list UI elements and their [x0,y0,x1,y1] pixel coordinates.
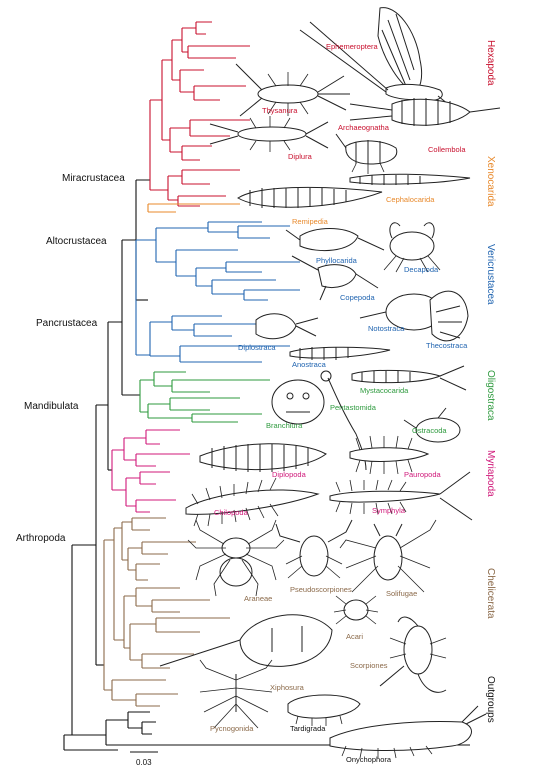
clade-chelicerata [103,517,230,707]
scorpiones-illustration [379,616,447,693]
collembola-illustration [335,133,398,174]
group-label: Myriapoda [485,450,496,497]
taxon-label: Araneae [244,594,272,603]
taxon-label: Pauropoda [404,470,442,479]
taxon-label: Notostraca [368,324,405,333]
node-label-altocrustacea: Altocrustacea [46,236,107,247]
thecostraca-illustration [429,290,469,342]
clade-hexapoda [149,21,250,207]
taxon-label: Chilopoda [214,508,249,517]
group-labels: Hexapoda Xenocarida Vericrustacea Oligos… [485,40,496,723]
group-label: Hexapoda [485,40,496,86]
solifugae-illustration [339,519,437,593]
taxon-label: Diplostraca [238,343,276,352]
taxon-label: Phyllocarida [316,256,358,265]
pycnogonida-illustration [199,659,273,729]
taxon-label: Onychophora [346,755,392,764]
taxon-label: Anostraca [292,360,327,369]
copepoda-illustration [291,255,379,301]
node-label-arthropoda: Arthropoda [16,533,66,544]
clade-vericrustacea [135,221,300,363]
chilopoda-illustration [185,477,320,527]
taxon-label: Pentastomida [330,403,377,412]
taxon-label: Solifugae [386,589,417,598]
mystacocarida-illustration [351,365,467,391]
ephemeroptera-illustration [299,7,459,119]
taxon-label: Diplura [288,152,313,161]
node-label-mandibulata: Mandibulata [24,401,79,412]
taxon-label: Decapoda [404,265,439,274]
taxon-label: Tardigrada [290,724,326,733]
anostraca-illustration [289,346,391,360]
taxon-label: Ostracoda [412,426,447,435]
taxon-label: Thysanura [262,106,298,115]
tardigrada-illustration [287,694,361,726]
archaeognatha-illustration [349,98,501,126]
scale-bar-label: 0.03 [136,758,152,767]
taxon-label: Pseudoscorpiones [290,585,352,594]
pauropoda-illustration [349,435,430,475]
taxon-labels: Ephemeroptera Thysanura Archaeognatha Di… [210,42,468,764]
taxon-label: Diplopoda [272,470,307,479]
acari-illustration [333,595,379,625]
group-label: Oligostraca [485,370,496,421]
remipedia-illustration [237,186,383,208]
taxon-label: Ephemeroptera [326,42,379,51]
taxon-label: Branchiura [266,421,303,430]
decapoda-illustration [383,222,441,273]
taxon-label: Scorpiones [350,661,388,670]
xiphosura-illustration [159,614,333,667]
node-labels: Miracrustacea Altocrustacea Pancrustacea… [16,173,125,544]
taxon-label: Xiphosura [270,683,305,692]
group-label: Outgroups [485,676,496,723]
pseudoscorpiones-illustration [275,519,353,579]
taxon-label: Collembola [428,145,466,154]
clade-xenocarida [147,203,240,213]
illustrations [159,7,501,759]
taxon-label: Pycnogonida [210,724,254,733]
thysanura-illustration [235,63,350,117]
taxon-label: Symphyla [372,506,406,515]
clade-oligostraca [139,371,270,423]
clade-myriapoda [111,429,190,513]
taxon-label: Remipedia [292,217,329,226]
taxon-label: Archaeognatha [338,123,390,132]
diplura-illustration [209,116,329,152]
branchiura-illustration [271,379,325,425]
diplostraca-illustration [255,313,319,340]
diplopoda-illustration [199,443,327,472]
symphyla-illustration [329,471,473,521]
group-label: Xenocarida [485,156,496,207]
node-label-pancrustacea: Pancrustacea [36,318,98,329]
group-label: Vericrustacea [485,244,496,305]
cephalocarida-illustration [349,173,471,185]
phyllocarida-illustration [285,228,385,252]
taxon-label: Copepoda [340,293,375,302]
taxon-label: Cephalocarida [386,195,435,204]
onychophora-illustration [329,705,487,759]
taxon-label: Mystacocarida [360,386,409,395]
ostracoda-illustration [403,407,461,443]
taxon-label: Thecostraca [426,341,468,350]
group-label: Chelicerata [485,568,496,619]
node-label-miracrustacea: Miracrustacea [62,173,125,184]
scale-bar: 0.03 [130,751,158,767]
araneae-illustration [187,519,285,597]
taxon-label: Acari [346,632,363,641]
